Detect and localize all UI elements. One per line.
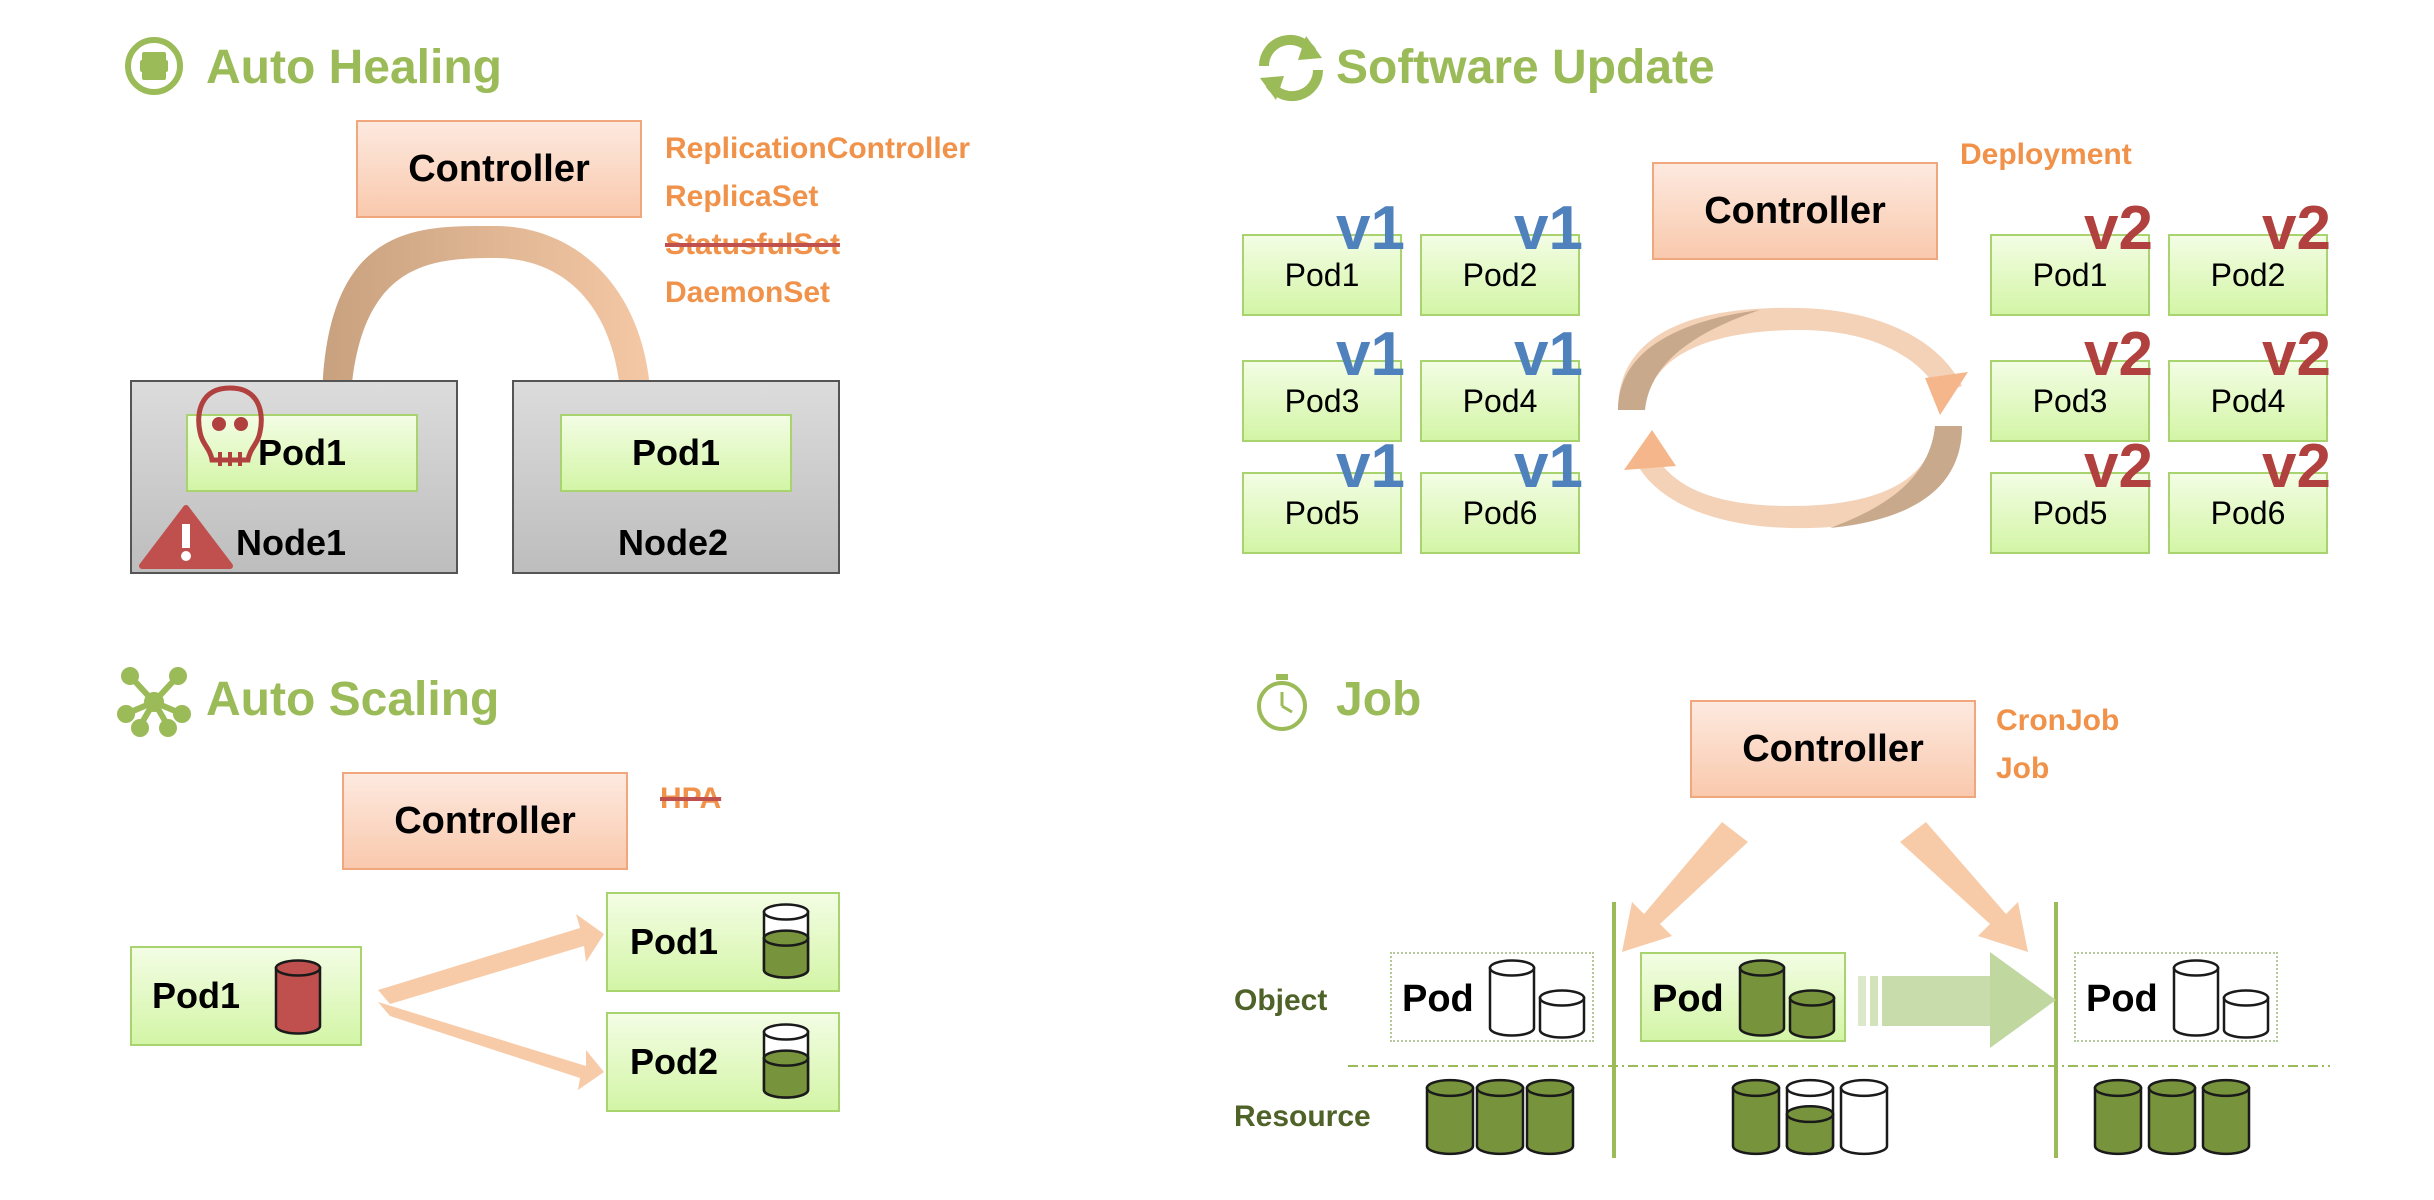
- pod-box: Pod1: [1242, 234, 1402, 316]
- pod-label: Pod: [2086, 978, 2158, 1020]
- version-tag-v1: v1: [1336, 194, 1405, 263]
- kind-label: ReplicaSet: [665, 180, 819, 213]
- version-tag-v2: v2: [2262, 194, 2331, 263]
- job-complete-arrow: [1858, 952, 2056, 1048]
- pod-box: Pod2: [2168, 234, 2328, 316]
- pod-box: Pod3: [1990, 360, 2150, 442]
- plus-circle-icon: [125, 37, 183, 95]
- version-tag-v1: v1: [1514, 194, 1583, 263]
- version-tag-v2: v2: [2262, 320, 2331, 389]
- pod-box: Pod5: [1242, 472, 1402, 554]
- job-separators: [1348, 902, 2330, 1158]
- pod-box: Pod2: [1420, 234, 1580, 316]
- version-tag-v1: v1: [1336, 432, 1405, 501]
- controller-box: Controller: [1690, 700, 1976, 798]
- pod-box: Pod6: [1420, 472, 1580, 554]
- network-hub-icon: [117, 667, 191, 737]
- kind-label: Job: [1996, 752, 2050, 785]
- version-tag-v1: v1: [1514, 320, 1583, 389]
- kind-label: Deployment: [1960, 138, 2132, 171]
- resource-row-label: Resource: [1234, 1100, 1371, 1133]
- pod-box: Pod1: [606, 892, 840, 992]
- pod-box: Pod1: [186, 414, 418, 492]
- rolling-update-arrows: [1618, 307, 1968, 529]
- stopwatch-icon: [1257, 674, 1307, 731]
- refresh-icon: [1258, 34, 1324, 102]
- job-create-arrows: [1622, 822, 2028, 952]
- controller-box: Controller: [356, 120, 642, 218]
- pod-box: Pod1: [1990, 234, 2150, 316]
- controller-box: Controller: [1652, 162, 1938, 260]
- controller-box: Controller: [342, 772, 628, 870]
- kind-label: ReplicationController: [665, 132, 971, 165]
- version-tag-v2: v2: [2262, 432, 2331, 501]
- pod-label: Pod: [1652, 978, 1724, 1020]
- auto-scaling-title: Auto Scaling: [206, 673, 500, 726]
- pod-box: Pod4: [1420, 360, 1580, 442]
- object-row-label: Object: [1234, 984, 1328, 1017]
- scale-out-arrows: [378, 914, 604, 1090]
- software-update-title: Software Update: [1336, 41, 1715, 94]
- version-tag-v2: v2: [2084, 320, 2153, 389]
- version-tag-v2: v2: [2084, 432, 2153, 501]
- kind-label-struck: StatusfulSet: [665, 228, 841, 261]
- node1-label: Node1: [236, 522, 347, 563]
- kind-label-struck: HPA: [660, 782, 722, 815]
- auto-healing-title: Auto Healing: [206, 41, 502, 94]
- pod-box: Pod1: [560, 414, 792, 492]
- pod-label: Pod: [1402, 978, 1474, 1020]
- kind-label: CronJob: [1996, 704, 2120, 737]
- version-tag-v1: v1: [1336, 320, 1405, 389]
- pod-box: Pod4: [2168, 360, 2328, 442]
- pod-box: Pod6: [2168, 472, 2328, 554]
- job-title: Job: [1336, 673, 1422, 726]
- node2-label: Node2: [618, 522, 729, 563]
- version-tag-v2: v2: [2084, 194, 2153, 263]
- pod-box: Pod5: [1990, 472, 2150, 554]
- pod-box: Pod3: [1242, 360, 1402, 442]
- kind-label: DaemonSet: [665, 276, 831, 309]
- pod-box: Pod1: [130, 946, 362, 1046]
- version-tag-v1: v1: [1514, 432, 1583, 501]
- pod-box: Pod2: [606, 1012, 840, 1112]
